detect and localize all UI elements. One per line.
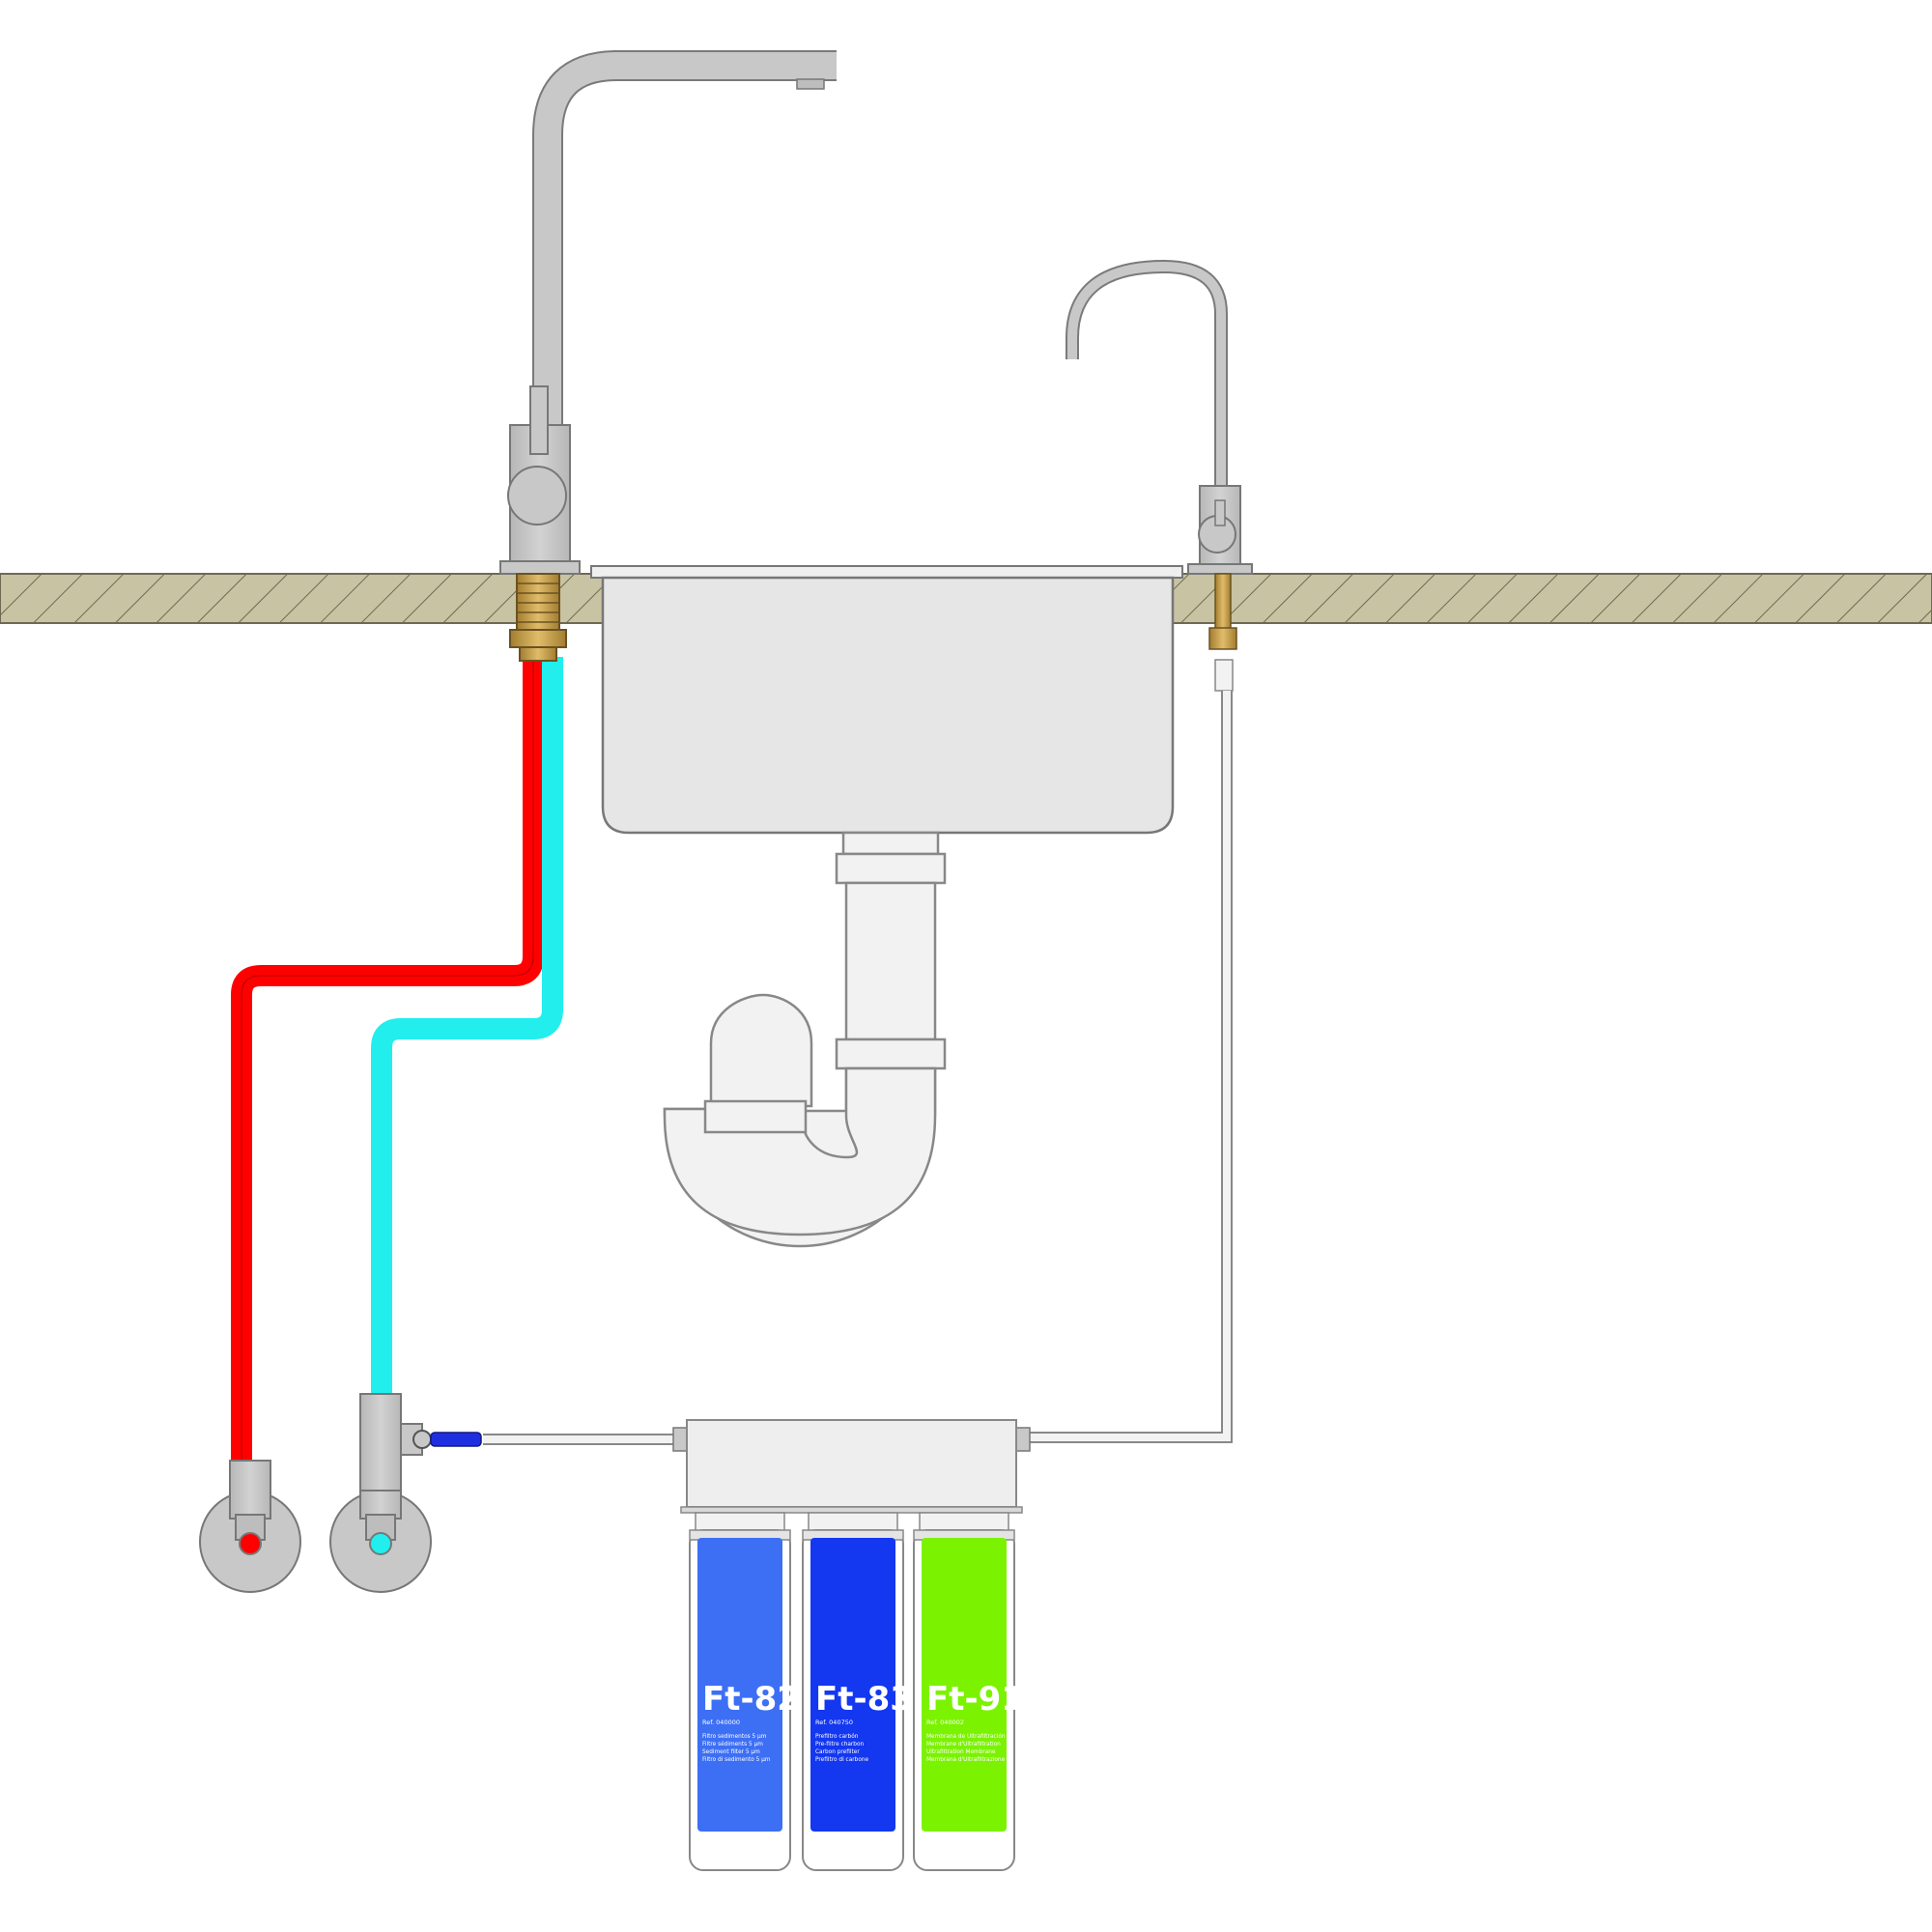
- filter-description-line: Pre-filtre charbon: [815, 1742, 865, 1747]
- filter-description-line: Membrana de Ultrafiltración: [926, 1733, 1006, 1740]
- mixer-faucet-icon: [499, 50, 837, 662]
- sink-basin: [590, 565, 1183, 835]
- filter-description-line: Prefiltro di carbone: [815, 1757, 869, 1763]
- filter-description-line: Membrane d'Ultrafiltration: [926, 1742, 1001, 1747]
- filter-description-line: Sediment filter 5 µm: [702, 1749, 760, 1755]
- filter-head: [672, 1419, 1031, 1514]
- filtered-water-faucet-icon: [1065, 259, 1253, 692]
- angle-valve-icon: [199, 1460, 301, 1593]
- filter-label-panel: [810, 1538, 895, 1832]
- ball-valve-icon: [359, 1393, 482, 1492]
- filter-ref: Ref. 040000: [702, 1719, 740, 1726]
- angle-valve-icon: [329, 1487, 432, 1593]
- filter-description-line: Carbon prefilter: [815, 1749, 860, 1755]
- filter-description-line: Filtre sédiments 5 µm: [702, 1741, 763, 1747]
- filter-name: Ft-91: [926, 1680, 1024, 1719]
- cold-water-pipe: [371, 657, 563, 1396]
- filter-description-line: Filtro sedimentos 5 µm: [702, 1734, 767, 1740]
- filter-description-line: Ultrafiltration Membrane: [926, 1749, 996, 1755]
- filter-label-panel: [922, 1538, 1007, 1832]
- filter-name: Ft-82: [702, 1680, 800, 1719]
- filter-ref: Ref. 040750: [815, 1719, 853, 1726]
- filter-description-line: Membrana d'Ultrafiltrazione: [926, 1757, 1006, 1763]
- filter-name: Ft-83: [815, 1680, 913, 1719]
- filter-ref: Ref. 040002: [926, 1719, 964, 1726]
- filter-description-line: Prefiltro carbón: [815, 1733, 859, 1740]
- filter-description-line: Filtro di sedimento 5 µm: [702, 1757, 771, 1763]
- sink-trap-icon: [663, 831, 947, 1248]
- filter-label-panel: [697, 1538, 782, 1832]
